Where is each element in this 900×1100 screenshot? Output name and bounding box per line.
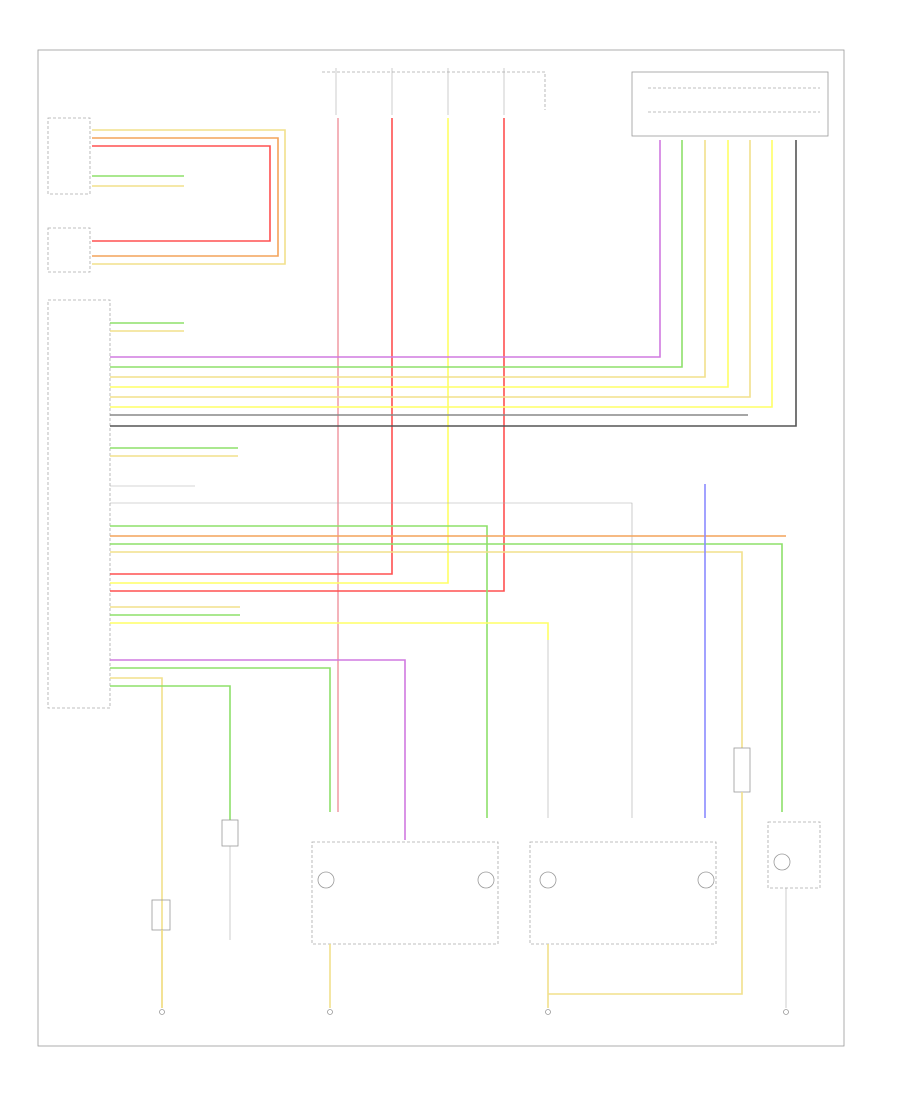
lamp-symbols	[151, 747, 791, 931]
left-headlamp-box	[311, 841, 499, 945]
middle-wires	[110, 447, 786, 818]
headlamp-switch-box	[631, 71, 829, 137]
instrument-cluster-box	[47, 117, 91, 195]
right-headlamp-box	[529, 841, 717, 945]
license-lamp-box	[767, 821, 821, 889]
top-left-wires	[92, 129, 286, 265]
ground-wires	[159, 792, 789, 1015]
lower-left-wires	[110, 606, 549, 1008]
transmission-module-box	[47, 227, 91, 273]
switch-bus-wires	[110, 140, 797, 427]
fuse-block	[322, 68, 546, 115]
diagram-frame	[37, 49, 845, 1047]
body-control-module-box	[47, 299, 111, 709]
fuse-wires	[110, 118, 505, 812]
